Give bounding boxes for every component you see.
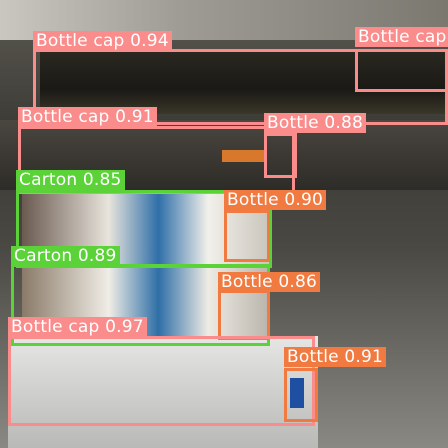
label-bottle-1: Bottle 0.88	[264, 113, 367, 133]
label-bottle-cap-3: Bottle cap 0.91	[18, 107, 157, 127]
bbox-bottle-cap-2	[355, 49, 448, 92]
bbox-bottle-4	[284, 368, 318, 422]
label-bottle-3: Bottle 0.86	[218, 272, 321, 292]
label-bottle-4: Bottle 0.91	[284, 347, 387, 367]
bg-milk-jug	[8, 336, 318, 448]
label-carton-1: Carton 0.85	[16, 170, 125, 190]
bbox-bottle-cap-4	[8, 336, 315, 426]
bbox-bottle-3	[218, 290, 270, 340]
bbox-bottle-1	[264, 133, 297, 178]
bbox-bottle-2	[224, 210, 270, 262]
bg-orange-label	[222, 150, 264, 162]
label-bottle-cap-4: Bottle cap 0.97	[8, 317, 147, 337]
label-carton-2: Carton 0.89	[11, 246, 120, 266]
bg-wine-bottle	[40, 52, 448, 114]
bg-jug-cap	[290, 378, 304, 408]
label-bottle-cap-2: Bottle cap	[355, 27, 448, 47]
label-bottle-2: Bottle 0.90	[224, 190, 327, 210]
label-bottle-cap-1: Bottle cap 0.94	[33, 31, 172, 51]
